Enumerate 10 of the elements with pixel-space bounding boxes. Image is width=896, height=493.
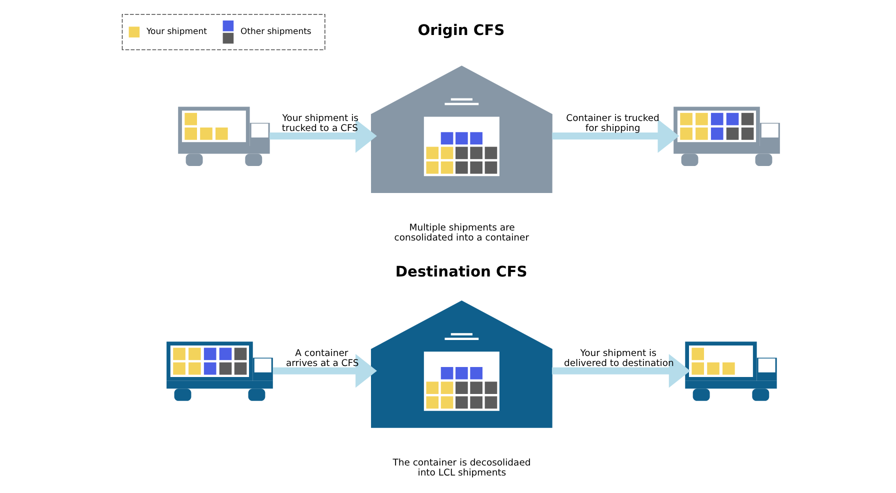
edge-label: Container is trucked for shipping: [566, 113, 660, 134]
label: Origin CFS: [418, 22, 505, 39]
legend-label: Other shipments: [240, 26, 312, 36]
label: Destination CFS: [395, 264, 528, 281]
legend-label: Your shipment: [146, 26, 207, 36]
node-label: Multiple shipments are consolidated into a container: [394, 222, 530, 244]
edge-label: Your shipment is delivered to destination: [564, 348, 674, 369]
node-label: The container is decosolidaed into LCL shipments: [392, 457, 531, 478]
edge-label: A container arrives at a CFS: [286, 348, 359, 369]
edge-label: Your shipment is trucked to a CFS: [282, 113, 358, 134]
